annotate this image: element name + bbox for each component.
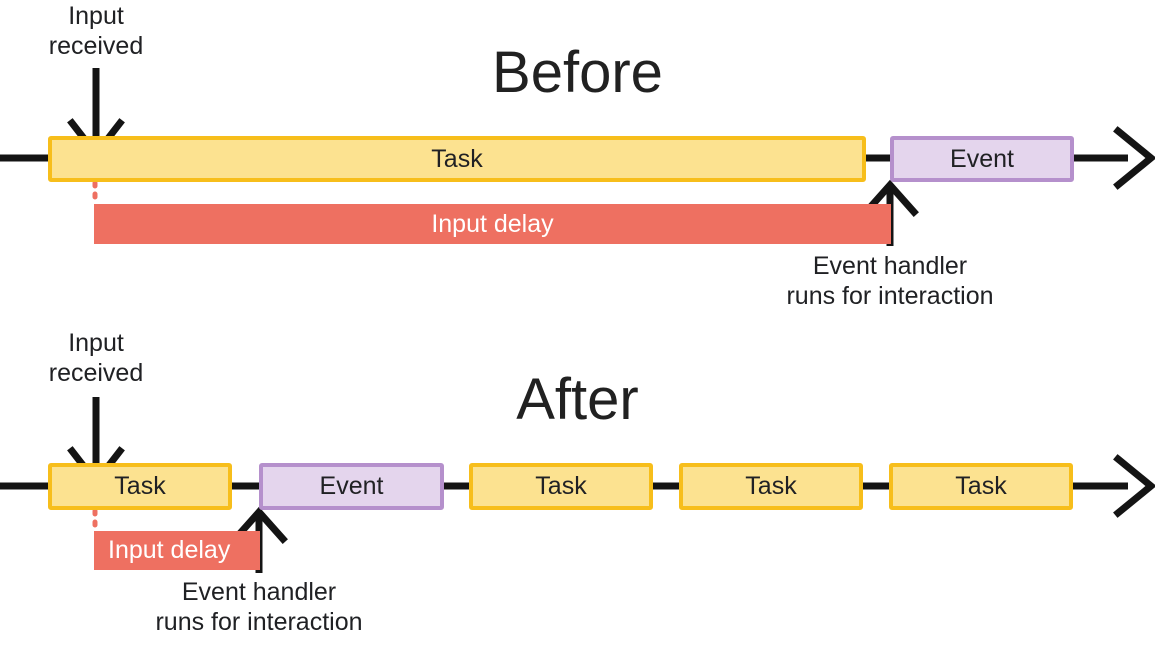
after-task-block-2[interactable]: Task (469, 463, 653, 510)
before-event-block[interactable]: Event (890, 136, 1074, 182)
after-event-label: Event (319, 472, 384, 500)
before-section-title: Before (492, 40, 663, 105)
before-input-received-line1: Input (68, 2, 124, 30)
after-task-label-3: Task (745, 472, 797, 500)
before-task-label: Task (431, 144, 483, 173)
after-task-label-4: Task (955, 472, 1007, 500)
after-event-block[interactable]: Event (259, 463, 444, 510)
after-input-delay-label: Input delay (108, 536, 231, 564)
before-event-handler-line1: Event handler (812, 252, 968, 280)
before-timeline-arrowhead (1113, 126, 1155, 190)
before-task-block[interactable]: Task (48, 136, 866, 182)
before-timeline (0, 126, 1155, 190)
after-task-block-1[interactable]: Task (48, 463, 232, 510)
before-input-delay-bar[interactable]: Input delay (94, 204, 891, 244)
after-input-received-label: Input received (0, 329, 192, 388)
after-event-handler-label: Event handler runs for interaction (59, 578, 459, 637)
after-input-received-line2: received (48, 358, 144, 387)
after-input-delay-bar[interactable]: Input delay (94, 531, 260, 570)
after-input-received-line1: Input (68, 329, 124, 357)
after-task-block-3[interactable]: Task (679, 463, 863, 510)
after-section-title: After (516, 367, 639, 432)
after-task-label-2: Task (535, 472, 587, 500)
before-input-received-line2: received (48, 31, 144, 60)
before-event-handler-label: Event handler runs for interaction (690, 252, 1090, 311)
after-task-label-1: Task (114, 472, 166, 500)
before-event-label: Event (950, 144, 1014, 173)
before-input-delay-label: Input delay (431, 209, 554, 238)
after-timeline (0, 454, 1155, 518)
after-event-handler-line1: Event handler (181, 578, 337, 606)
before-input-received-label: Input received (0, 2, 192, 61)
after-task-block-4[interactable]: Task (889, 463, 1073, 510)
after-event-handler-line2: runs for interaction (155, 607, 363, 636)
after-timeline-arrowhead (1113, 454, 1155, 518)
before-event-handler-line2: runs for interaction (786, 281, 994, 310)
